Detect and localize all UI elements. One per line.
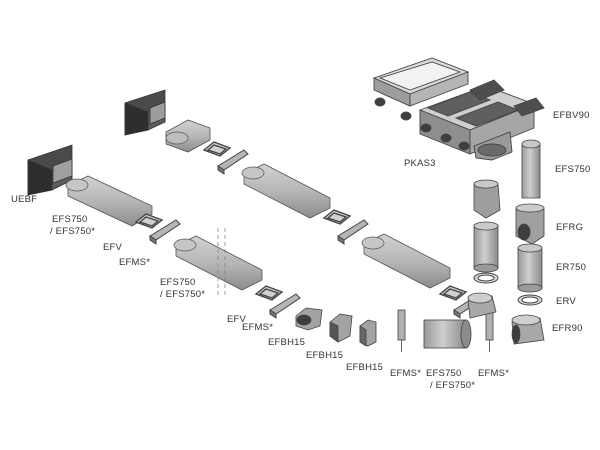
bend-efbh15-3: [359, 319, 377, 347]
duct-efs750-upper-short: [165, 119, 211, 153]
label-efs750-right: EFS750: [555, 164, 591, 175]
label-efbh15-2: EFBH15: [306, 350, 344, 361]
duct-efs750-vertical: [521, 139, 541, 199]
label-efv-2: EFV: [227, 314, 247, 325]
uebf-box-upper: [124, 89, 166, 136]
label-efms-4: EFMS*: [478, 368, 510, 379]
label-efs750-1-alt: / EFS750*: [50, 226, 96, 237]
ring-erv: [517, 294, 543, 306]
clip-efms-vertical-1: [397, 309, 406, 352]
cylinder-er750: [517, 243, 543, 293]
label-efms-3: EFMS*: [390, 368, 422, 379]
ring-efv-2: [202, 141, 232, 157]
label-pkas3: PKAS3: [404, 158, 436, 169]
label-erv: ERV: [556, 296, 576, 307]
distributor-pkas3: [372, 57, 545, 161]
guide-line: [217, 228, 226, 298]
clip-efms-1: [149, 219, 181, 245]
cylinder-er750-left: [473, 221, 499, 273]
label-efs750-1: EFS750: [52, 214, 88, 225]
label-efrg: EFRG: [556, 222, 584, 233]
duct-efs750-mid-lower: [173, 235, 263, 291]
fitting-efrg: [515, 203, 545, 245]
uebf-box-lower: [27, 144, 73, 196]
label-efs750-3-alt: / EFS750*: [430, 380, 476, 391]
bend-efr90: [511, 314, 545, 345]
bend-efr90-left: [467, 292, 497, 319]
label-efbv90: EFBV90: [553, 110, 590, 121]
duct-efs750-right: [361, 233, 451, 289]
clip-efms-2: [217, 149, 249, 175]
clip-efms-vertical-2: [485, 311, 494, 352]
label-efs750-2: EFS750: [160, 277, 196, 288]
clip-efms-4: [269, 293, 301, 319]
clip-efms-3: [337, 219, 369, 245]
ring-efv-3: [322, 209, 352, 225]
label-efs750-2-alt: / EFS750*: [160, 289, 206, 300]
label-er750: ER750: [556, 262, 587, 273]
ring-efv-4: [254, 285, 284, 301]
label-efbh15-1: EFBH15: [268, 337, 306, 348]
label-efs750-3: EFS750: [426, 368, 462, 379]
label-efms-2: EFMS*: [242, 322, 274, 333]
label-efr90: EFR90: [552, 323, 583, 334]
label-efbh15-3: EFBH15: [346, 362, 384, 373]
duct-efs750-straight-short: [423, 319, 472, 349]
duct-efs750-left: [65, 175, 153, 227]
label-efv-1: EFV: [103, 242, 123, 253]
bend-efbh15-1: [295, 307, 323, 331]
ring-efv-1: [134, 213, 164, 229]
ring-efv-5: [438, 285, 468, 301]
fitting-efrg-upper: [473, 179, 501, 219]
label-uebf: UEBF: [11, 194, 38, 205]
ring-erv-left: [473, 272, 499, 284]
bend-efbh15-2: [329, 313, 353, 343]
duct-efs750-mid-upper: [241, 163, 331, 219]
label-efms-1: EFMS*: [119, 257, 151, 268]
